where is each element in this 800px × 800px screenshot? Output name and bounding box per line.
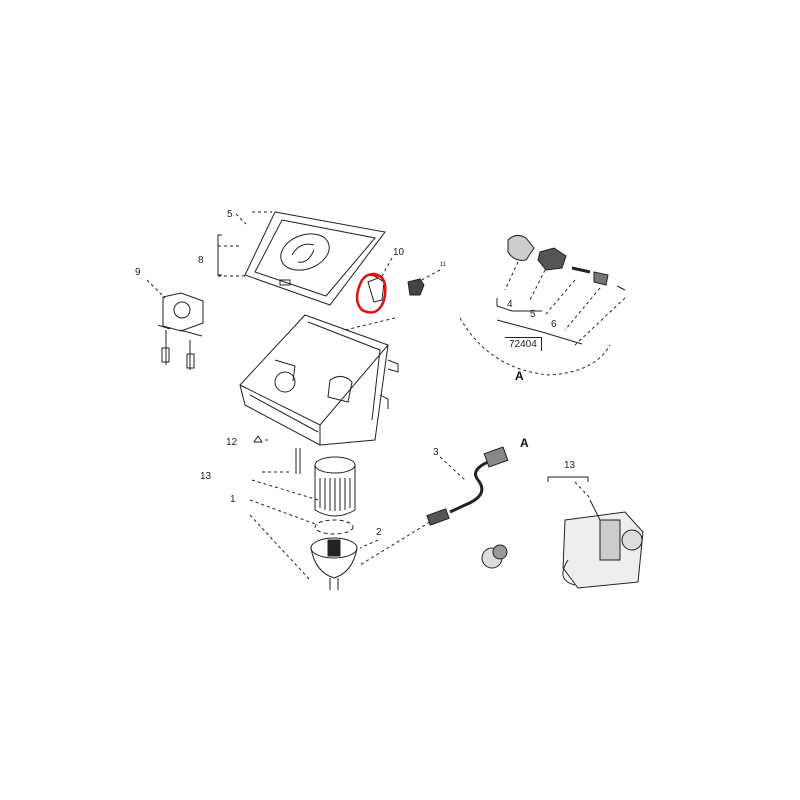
label-part-13-right: 13 bbox=[564, 460, 576, 471]
label-part-11: 11 bbox=[440, 262, 447, 268]
label-part-5: 5 bbox=[530, 309, 536, 320]
part-11-sensor bbox=[407, 278, 425, 296]
control-box-lid bbox=[244, 211, 386, 306]
control-box-housing bbox=[239, 314, 399, 446]
part-10-connector bbox=[367, 277, 385, 303]
filter-cartridge bbox=[314, 456, 356, 517]
hose-assembly bbox=[426, 446, 509, 526]
label-part-8: 8 bbox=[198, 255, 204, 266]
detail-a-parts bbox=[507, 234, 626, 291]
detail-marker-a: A bbox=[515, 369, 524, 383]
fitting bbox=[481, 544, 508, 569]
nut bbox=[253, 435, 263, 443]
label-part-3: 3 bbox=[433, 447, 439, 458]
bracket-13 bbox=[547, 476, 589, 482]
screw bbox=[295, 448, 301, 474]
leader-lines bbox=[146, 211, 626, 581]
filter-bowl bbox=[310, 537, 358, 590]
bracket-8 bbox=[217, 234, 222, 276]
highlight-circle bbox=[355, 272, 387, 314]
label-part-13-left: 13 bbox=[200, 471, 212, 482]
pump-assembly-right bbox=[562, 499, 644, 589]
label-part-4: 4 bbox=[507, 299, 513, 310]
label-part-5-top: 5 bbox=[227, 209, 233, 220]
bracket-4-6 bbox=[496, 298, 583, 345]
label-part-12: 12 bbox=[226, 437, 238, 448]
label-part-10: 10 bbox=[393, 247, 405, 258]
o-ring bbox=[314, 519, 354, 535]
valve-assembly-left bbox=[157, 292, 204, 370]
label-part-9: 9 bbox=[135, 267, 141, 278]
label-part-2: 2 bbox=[376, 527, 382, 538]
label-part-6: 6 bbox=[551, 319, 557, 330]
detail-callout-a: A bbox=[520, 436, 529, 450]
reference-code: 72404 bbox=[505, 337, 542, 351]
label-part-1: 1 bbox=[230, 494, 236, 505]
